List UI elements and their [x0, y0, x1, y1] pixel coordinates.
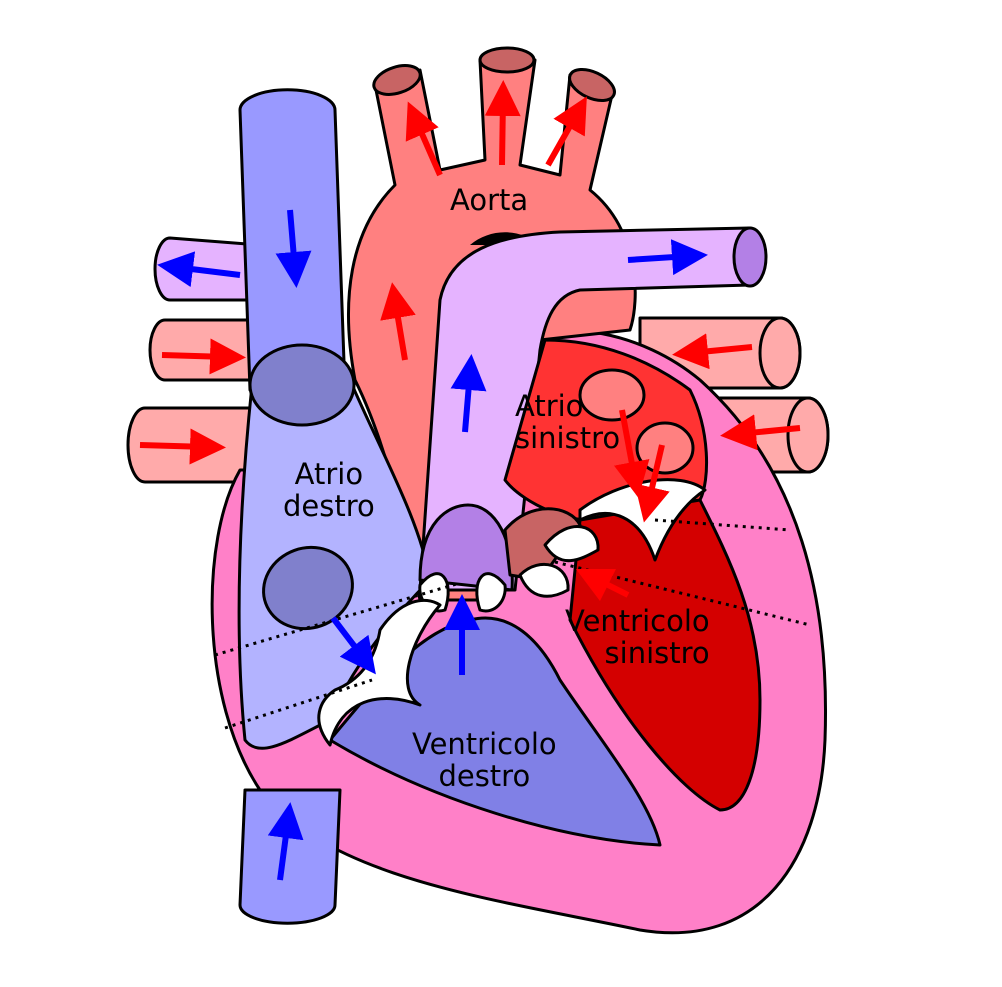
arrow-blue [267, 802, 304, 881]
pulmonary-vein-opening [635, 421, 695, 475]
aorta-branch-opening [372, 64, 422, 96]
label-line: Atrio [515, 389, 584, 423]
vein-opening [758, 316, 802, 390]
label-aorta: Aorta [450, 183, 529, 217]
label-line: sinistro [604, 636, 710, 670]
arrow-blue [330, 616, 376, 675]
arrow-red [720, 414, 801, 451]
leader-lines [214, 518, 811, 730]
inferior-vena-cava-opening [262, 545, 354, 631]
arrow-red [380, 282, 416, 361]
leader-line [654, 518, 791, 532]
inferior-vena-cava [238, 788, 342, 925]
blue-arrows [157, 209, 708, 881]
pulmonary-vein-opening [578, 368, 646, 422]
arrow-red [139, 428, 226, 465]
arrow-blue [450, 354, 487, 433]
label-line: destro [283, 489, 375, 523]
aorta-branch-opening [478, 46, 536, 74]
label-left-ventricle: Ventricolo sinistro [565, 605, 710, 669]
label-line: Ventricolo [412, 727, 557, 761]
arrow-red [575, 568, 630, 602]
label-line: Atrio [294, 457, 364, 491]
arrow-red [405, 101, 443, 177]
arrow-red [672, 333, 753, 370]
leader-line [214, 581, 461, 657]
valve-leaflet [518, 562, 570, 598]
tricuspid-valve [317, 598, 442, 747]
right-ventricle [328, 616, 662, 847]
arrow-blue [627, 239, 708, 276]
red-arrows [139, 80, 801, 602]
arrow-red [484, 80, 521, 166]
valve-leaflet [543, 525, 600, 563]
arrow-red [614, 409, 650, 498]
pulmonary-artery-opening [732, 226, 768, 288]
pulmonary-vein-left-upper [148, 318, 262, 382]
leader-line [554, 560, 811, 627]
label-left-atrium: Atrio sinistro [515, 390, 620, 454]
leader-line [224, 678, 373, 730]
pulmonary-artery [418, 226, 752, 592]
label-right-atrium: Atrio destro [283, 458, 375, 522]
vein-opening [786, 396, 830, 474]
vena-cava-opening [248, 343, 356, 427]
arrow-red [161, 338, 246, 375]
arrow-red [634, 444, 670, 523]
arrow-blue [275, 209, 312, 288]
arrow-red [545, 96, 587, 167]
label-line: destro [438, 759, 531, 793]
label-right-ventricle: Ventricolo destro [412, 728, 557, 792]
label-line: sinistro [515, 421, 621, 455]
arrow-blue [157, 251, 241, 288]
label-line: Ventricolo [565, 604, 710, 638]
